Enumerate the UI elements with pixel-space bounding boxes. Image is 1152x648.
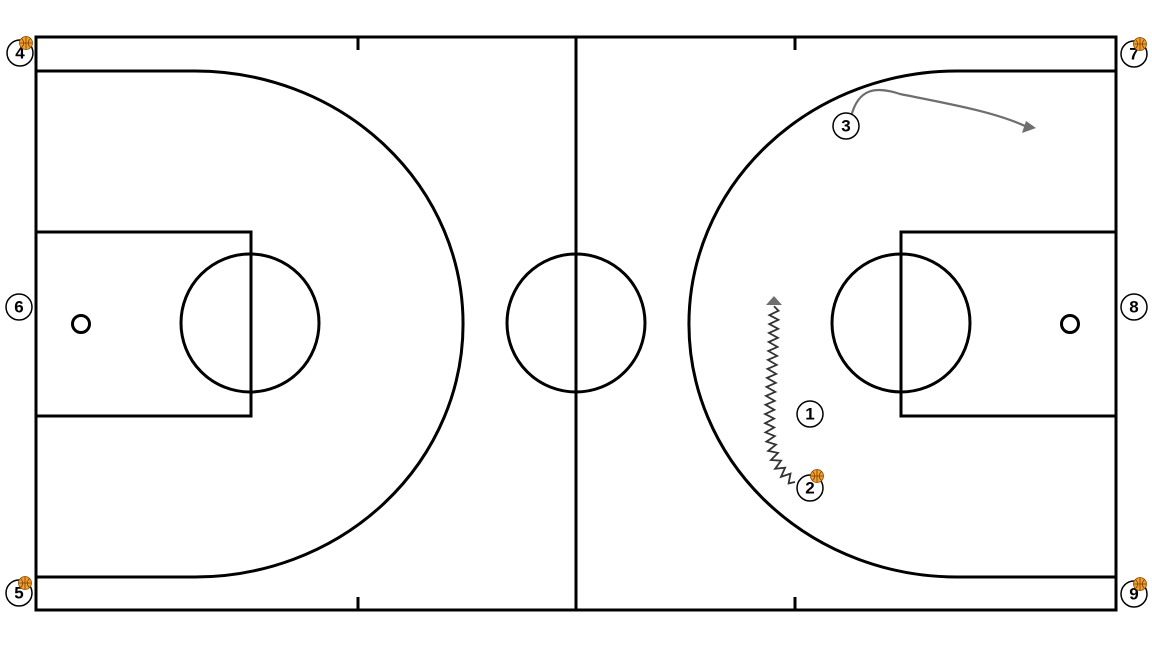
player-1: 1 [796,400,824,428]
basket-left [71,314,91,334]
player-number: 4 [15,44,25,63]
arrow-head-icon [766,296,782,305]
player-number: 2 [805,479,814,498]
basketball-icon [19,36,33,50]
player-3: 3 [832,112,860,140]
player-number: 1 [805,405,814,424]
player-number: 3 [841,117,850,136]
basketball-icon [1133,577,1147,591]
player-marker [1120,293,1148,321]
center-circle [505,252,647,394]
player-6: 6 [5,293,33,321]
ball-seam [810,469,824,483]
three-point-line-left [36,69,465,579]
player-number: 6 [14,298,23,317]
basketball-icon [18,576,32,590]
free-throw-circle-right [830,252,972,394]
key-left [34,230,253,418]
actions-layer [763,88,1036,485]
movement-arrow [849,88,1026,127]
arrow-head-icon [1022,121,1036,133]
player-number: 8 [1129,298,1138,317]
basketball-icon [1133,37,1147,51]
key-right [899,230,1118,418]
ball-seam [19,36,33,50]
player-marker [832,112,860,140]
ball-seam [18,576,32,590]
three-point-line-right [687,69,1116,579]
player-8: 8 [1120,293,1148,321]
basket-right [1060,314,1080,334]
player-number: 9 [1129,585,1138,604]
ball-seam [1133,37,1147,51]
player-number: 5 [14,584,23,603]
ball-seam [1133,577,1147,591]
balls-layer [18,36,1147,591]
player-marker [796,400,824,428]
player-marker [5,293,33,321]
free-throw-circle-left [179,252,321,394]
dribble-arrow [763,305,796,485]
player-number: 7 [1129,45,1138,64]
court-markings [34,35,1118,612]
basketball-icon [810,469,824,483]
players-layer: 4 5 6 7 8 9 3 1 [5,39,1148,608]
